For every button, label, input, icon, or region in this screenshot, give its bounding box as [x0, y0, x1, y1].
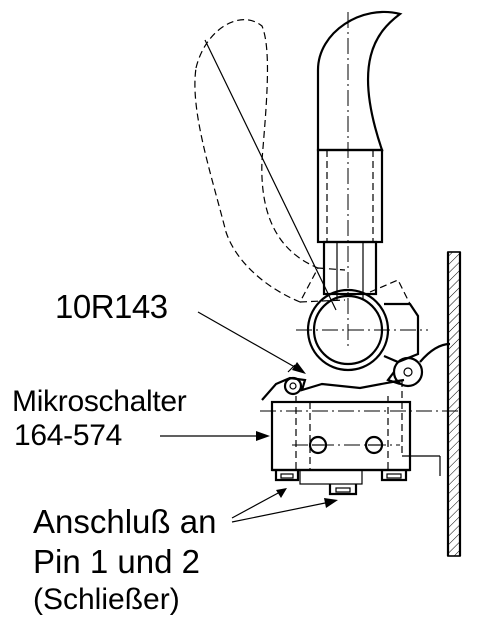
- switch-terminals: [274, 470, 408, 496]
- connection-note-line-2: Pin 1 und 2: [33, 543, 200, 580]
- switch-actuator: [261, 364, 405, 401]
- lever-alternate-position: [194, 19, 346, 311]
- part-number-label: 10R143: [55, 288, 168, 325]
- lever: [316, 10, 403, 350]
- microswitch-body: [260, 380, 462, 485]
- mounting-panel: [446, 251, 462, 557]
- connection-note-line-3: (Schließer): [33, 583, 180, 616]
- pivot-hub: [296, 279, 428, 372]
- leader-lines: [160, 311, 338, 523]
- microswitch-number-label: 164-574: [14, 419, 122, 452]
- connection-note-line-1: Anschluß an: [33, 503, 217, 540]
- microswitch-name-label: Mikroschalter: [12, 385, 187, 418]
